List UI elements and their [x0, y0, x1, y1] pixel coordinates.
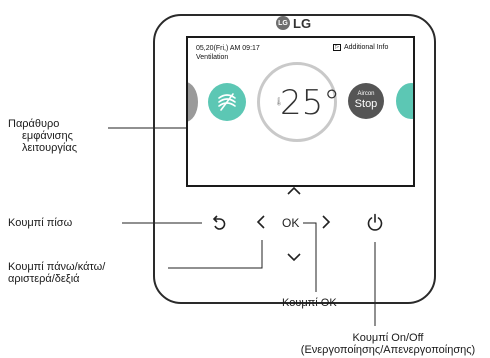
ventilation-icon — [218, 93, 236, 111]
ok-label-connector — [303, 222, 317, 227]
brand-name: LG — [293, 15, 312, 31]
chevron-up-icon — [287, 186, 301, 195]
right-button[interactable] — [321, 214, 331, 230]
back-button-label: Κουμπί πίσω — [8, 217, 73, 229]
thermometer-icon: 🌡 — [274, 97, 285, 106]
down-button[interactable] — [286, 252, 302, 262]
nav-buttons-label-line1: Κουμπί πάνω/κάτω/ — [8, 261, 106, 273]
chevron-right-icon — [322, 215, 331, 229]
back-arrow-icon — [212, 215, 226, 230]
remote-controller-body — [153, 14, 436, 304]
ventilation-mode-button[interactable] — [208, 83, 246, 121]
additional-info-button[interactable]: ▷ Additional Info — [333, 44, 388, 51]
power-button-label-line2: (Ενεργοποίησης/Απενεργοποίησης) — [300, 344, 476, 356]
lg-logo-icon: LG — [276, 16, 290, 30]
power-icon — [367, 213, 383, 231]
power-button-label: Κουμπί On/Off (Ενεργοποίησης/Απενεργοποί… — [288, 332, 488, 356]
next-mode-icon[interactable] — [396, 83, 413, 119]
display-window-label-line3: λειτουργίας — [22, 142, 78, 154]
display-window-label-line2: εμφάνισης — [22, 130, 73, 142]
display-window-label: Παράθυρο εμφάνισης λειτουργίας — [8, 118, 77, 154]
set-temperature: 25° — [280, 83, 341, 123]
aircon-label: Aircon — [357, 91, 375, 97]
temperature-dial[interactable]: 🌡 25° — [257, 62, 341, 142]
ok-button[interactable]: OK — [282, 216, 300, 230]
date-time: 05,20(Fri,) AM 09:17 — [196, 45, 260, 52]
nav-buttons-leader — [168, 240, 263, 269]
lg-logo: LG LG — [276, 14, 311, 32]
additional-info-label: Additional Info — [344, 44, 389, 51]
current-mode: Ventilation — [196, 54, 229, 61]
left-button[interactable] — [256, 214, 266, 230]
stop-label: Stop — [354, 98, 378, 110]
aircon-stop-button[interactable]: Aircon Stop — [348, 83, 384, 119]
nav-buttons-label: Κουμπί πάνω/κάτω/ αριστερά/δεξιά — [8, 261, 105, 285]
nav-buttons-label-line2: αριστερά/δεξιά — [8, 273, 80, 285]
chevron-down-icon — [287, 253, 301, 262]
display-window-label-line1: Παράθυρο — [8, 118, 60, 130]
chevron-left-icon — [256, 215, 265, 229]
power-button-label-line1: Κουμπί On/Off — [352, 332, 424, 344]
up-button[interactable] — [286, 186, 302, 196]
operation-display-screen: 05,20(Fri,) AM 09:17 ▷ Additional Info V… — [186, 36, 415, 187]
power-button[interactable] — [366, 213, 384, 231]
additional-info-icon: ▷ — [333, 44, 341, 51]
ok-button-label: Κουμπί OK — [282, 297, 337, 309]
back-button[interactable] — [209, 214, 227, 232]
previous-mode-icon[interactable] — [188, 82, 198, 122]
